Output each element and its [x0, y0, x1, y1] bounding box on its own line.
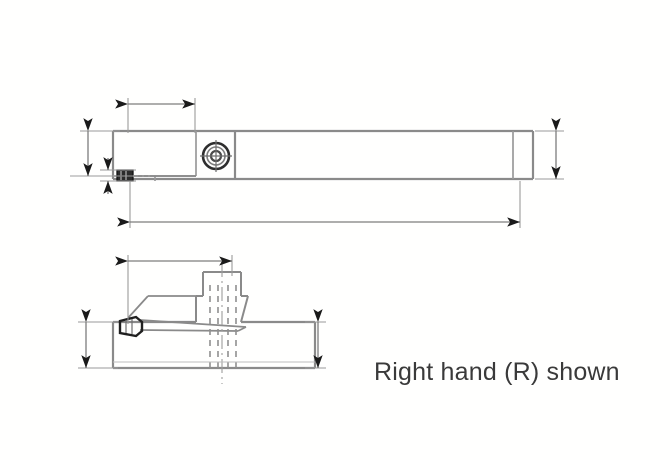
top-view-group: [70, 129, 535, 182]
dimension-body-length: [115, 255, 233, 324]
dimension-shank-height-right: [535, 118, 564, 180]
top-view-head-block: [111, 131, 237, 179]
bottom-view-ramp: [127, 295, 196, 319]
dimension-body-height-right: [305, 309, 326, 369]
dimension-shank-height: [80, 118, 120, 177]
bottom-view-boss: [195, 271, 249, 323]
bottom-view-group: [111, 263, 317, 384]
top-view-dimensions: [80, 98, 564, 228]
bottom-view-body-outline: [111, 320, 317, 370]
clamp-screw-icon: [200, 140, 232, 172]
dimension-overall-length: [117, 181, 521, 228]
bottom-view-dimensions: [78, 255, 326, 369]
bottom-view-hidden-bore: [209, 285, 237, 372]
top-view-shank-outline: [113, 129, 535, 181]
cutting-insert-bottom: [118, 315, 144, 338]
dimension-insert-height: [100, 157, 136, 194]
dimension-body-height-left: [78, 309, 118, 369]
dimension-head-length: [115, 98, 196, 133]
